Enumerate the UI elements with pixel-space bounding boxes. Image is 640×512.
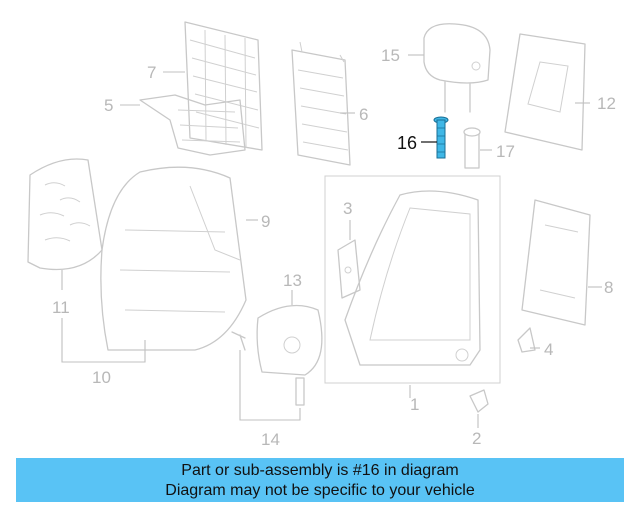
callout-6: 6 <box>359 105 368 124</box>
callout-9: 9 <box>261 212 270 231</box>
part-3-hinge <box>337 239 361 299</box>
callout-12: 12 <box>597 94 616 113</box>
callout-5: 5 <box>104 96 113 115</box>
part-13-shield <box>256 304 323 376</box>
callout-13: 13 <box>283 271 302 290</box>
banner-line-part: Part or sub-assembly is #16 in diagram <box>181 462 459 479</box>
banner-line-disclaimer: Diagram may not be specific to your vehi… <box>165 482 475 499</box>
part-2-fastener <box>469 389 489 413</box>
callout-1: 1 <box>410 395 419 414</box>
part-15-headrest <box>423 23 491 113</box>
callout-15: 15 <box>381 46 400 65</box>
part-9-back-cover <box>100 166 247 351</box>
callout-10: 10 <box>92 368 111 387</box>
part-5-lumbar-support <box>139 94 246 156</box>
part-4-clip <box>517 327 536 353</box>
part-17-guide <box>463 127 481 169</box>
callout-11: 11 <box>52 298 70 317</box>
part-12-back-board <box>504 33 586 151</box>
callout-17: 17 <box>496 142 515 161</box>
info-banner: Part or sub-assembly is #16 in diagram D… <box>16 458 624 502</box>
part-14-screws <box>231 331 305 406</box>
part-1-frame-box <box>324 175 501 384</box>
seat-parts-diagram: 1 2 3 4 5 6 7 8 9 10 11 12 13 14 15 16 1… <box>27 21 616 449</box>
leader-lines <box>61 54 602 428</box>
callout-16: 16 <box>397 133 417 153</box>
callout-14: 14 <box>261 430 280 449</box>
part-16-bolt <box>433 116 449 159</box>
callout-8: 8 <box>604 278 613 297</box>
part-1-seat-back-frame <box>344 190 481 366</box>
callout-3: 3 <box>343 199 352 218</box>
part-11-back-pad <box>27 158 103 271</box>
part-6-pad-frame <box>291 41 351 166</box>
callout-2: 2 <box>472 429 481 448</box>
callout-4: 4 <box>544 340 553 359</box>
part-7-spring-frame <box>184 21 263 151</box>
callout-7: 7 <box>147 63 156 82</box>
part-8-back-panel <box>521 199 591 326</box>
